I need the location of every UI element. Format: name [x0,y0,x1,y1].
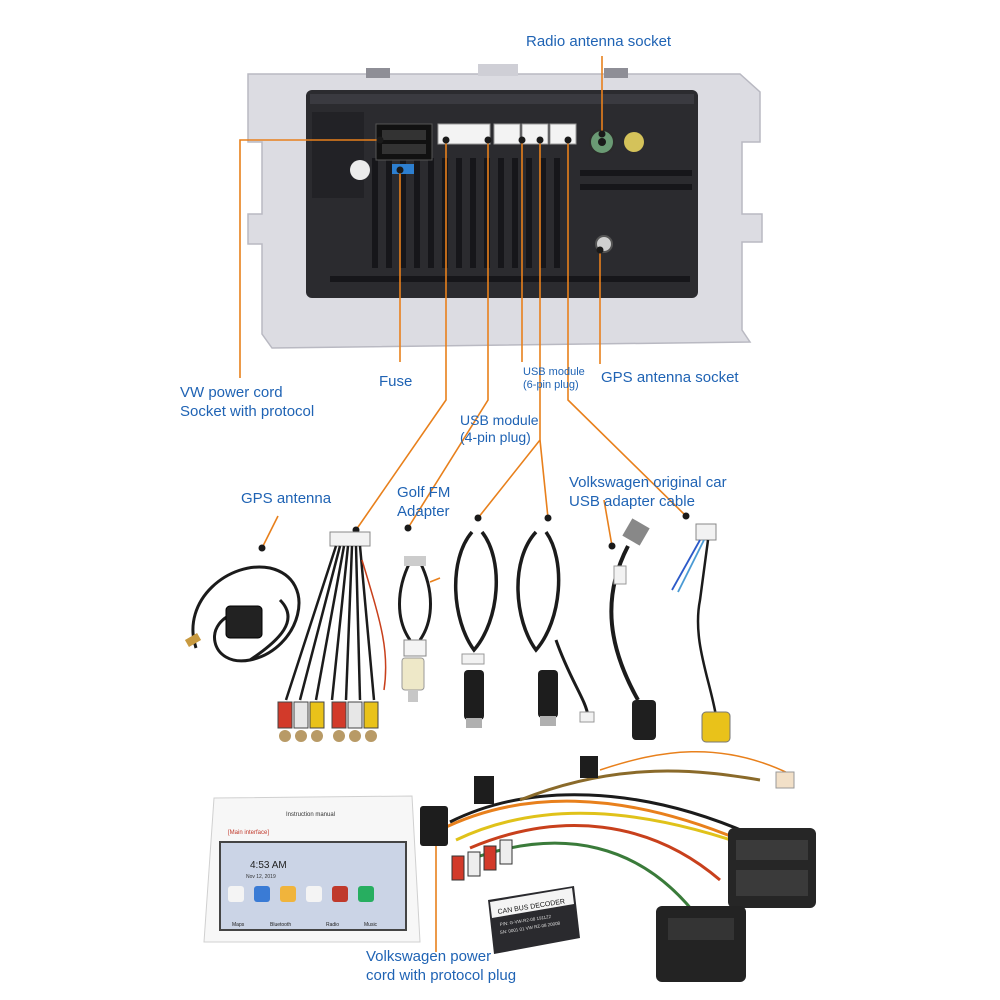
gps-antenna [184,565,301,663]
manual-app-icons [228,886,374,902]
svg-text:Music: Music [364,922,378,928]
svg-text:Maps: Maps [232,922,245,928]
instruction-manual: Instruction manual [Main interface] 4:53… [203,795,421,943]
label-gps-antenna: GPS antenna [241,490,332,507]
head-unit [247,64,763,349]
label-fuse: Fuse [379,373,413,390]
rca-harness [277,531,387,742]
svg-text:Radio: Radio [326,922,339,928]
label-radio-antenna-socket: Radio antenna socket [526,33,672,50]
connector-a [437,123,491,145]
can-bus-decoder: CAN BUS DECODER P/N: G-VW-R2-08 191122 S… [488,886,580,954]
leader-lines [239,56,687,952]
golf-fm-adapter [398,556,432,702]
label-usb-4pin: USB module (4-pin plug) [460,412,539,445]
svg-text:Bluetooth: Bluetooth [270,922,291,928]
oem-plug [656,906,746,982]
label-vw-power-cord-plug: Volkswagen power cord with protocol plug [366,948,517,984]
label-usb-6pin: USB module (6-pin plug) [523,366,585,391]
usb-6pin-cable [516,530,595,726]
manual-dock: Maps Bluetooth Radio Music [232,922,378,928]
camera-plug-cable [671,523,731,743]
manual-section: [Main interface] [228,830,269,836]
manual-title: Instruction manual [286,812,335,818]
sticker-icon [350,160,370,180]
connector-b [493,123,521,145]
connector-c [521,123,549,145]
vw-usb-adapter-cable [609,518,656,740]
manual-date: Nov 12, 2019 [246,874,276,880]
connector-d [549,123,577,145]
power-socket [375,123,433,161]
label-vw-power-cord: VW power cord Socket with protocol [180,384,315,420]
label-gps-antenna-socket: GPS antenna socket [601,369,739,386]
label-golf-fm-adapter: Golf FM Adapter [397,484,451,520]
usb-4pin-cable [454,530,498,728]
manual-clock: 4:53 AM [250,860,287,871]
power-harness: CAN BUS DECODER P/N: G-VW-R2-08 191122 S… [420,750,816,982]
label-vw-usb-adapter: Volkswagen original car USB adapter cabl… [569,474,727,510]
leader-endpoints [258,130,690,840]
